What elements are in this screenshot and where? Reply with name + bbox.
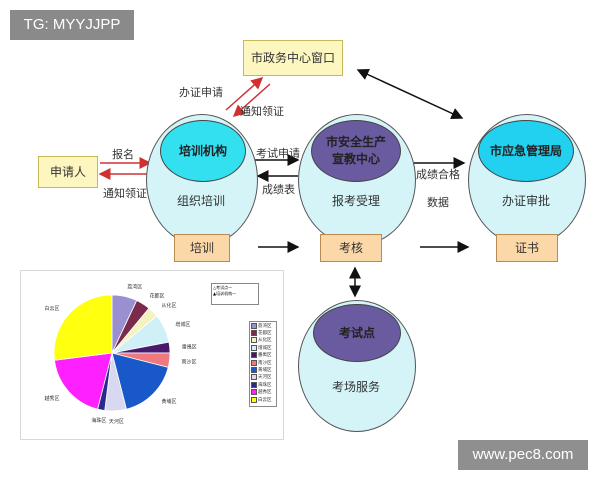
pie-label-2: 从化区 <box>161 302 176 309</box>
arrow-window-to-org <box>232 83 271 117</box>
safety-center-sub: 报考受理 <box>331 194 380 208</box>
legend-label: 海珠区 <box>258 382 272 388</box>
pie-legend: 荔湾区花都区从化区增城区番禺区南沙区黄埔区天河区海珠区越秀区白云区 <box>249 321 277 407</box>
arrow-window-bureau <box>356 68 464 120</box>
pie-label-7: 天河区 <box>109 418 124 425</box>
certificate-box: 证书 <box>496 234 558 262</box>
legend-swatch <box>251 344 257 351</box>
pie-slice-9 <box>54 352 113 410</box>
legend-swatch <box>251 389 257 396</box>
pie-legend-item-0: 荔湾区 <box>250 322 276 329</box>
emergency-bureau-sub: 办证审批 <box>501 194 550 208</box>
pie-label-3: 增城区 <box>175 321 190 328</box>
pie-legend-item-5: 南沙区 <box>250 359 276 366</box>
pie-legend-item-9: 越秀区 <box>250 389 276 396</box>
pie-legend-item-3: 增城区 <box>250 344 276 351</box>
label-notify-collect-top: 通知领证 <box>240 105 284 118</box>
pie-chart-panel: 荔湾区花都区从化区增城区番禺区南沙区黄埔区天河区海珠区越秀区白云区 △考试点— … <box>20 270 284 440</box>
pie-label-1: 花都区 <box>150 293 165 300</box>
legend-label: 天河区 <box>258 375 272 381</box>
pie-label-10: 白云区 <box>44 305 59 312</box>
pie-label-4: 番禺区 <box>182 344 197 351</box>
pie-legend-item-2: 从化区 <box>250 337 276 344</box>
watermark-top: TG: MYYJJPP <box>10 10 134 40</box>
pie-label-6: 黄埔区 <box>161 398 176 405</box>
pie-legend-item-1: 花都区 <box>250 329 276 337</box>
legend-swatch <box>251 322 257 329</box>
pie-label-8: 海珠区 <box>91 417 106 424</box>
pie-legend-title: △考试点— ▲培训机构— <box>211 283 259 305</box>
pie-label-9: 越秀区 <box>44 395 59 402</box>
legend-swatch <box>251 337 257 344</box>
label-score-table: 成绩表 <box>262 183 295 196</box>
safety-center-title: 市安全生产 宣教中心 <box>311 120 401 182</box>
pie-label-0: 荔湾区 <box>127 284 142 291</box>
pie-slice-6 <box>111 352 169 410</box>
legend-swatch <box>251 381 257 388</box>
legend-swatch <box>251 330 257 337</box>
pie-legend-item-6: 黄埔区 <box>250 366 276 374</box>
pie-legend-item-8: 海珠区 <box>250 381 276 388</box>
legend-label: 从化区 <box>258 338 272 344</box>
legend-label: 黄埔区 <box>258 368 272 374</box>
label-data: 数据 <box>427 196 449 209</box>
exam-site-sub: 考场服务 <box>331 380 380 394</box>
training-org-title: 培训机构 <box>160 120 246 182</box>
watermark-bottom: www.pec8.com <box>458 440 588 470</box>
pie-legend-item-7: 天河区 <box>250 374 276 381</box>
legend-swatch <box>251 352 257 359</box>
label-apply-cert: 办证申请 <box>179 86 223 99</box>
label-notify-collect-left: 通知领证 <box>103 187 147 200</box>
legend-label: 增城区 <box>258 345 272 351</box>
legend-swatch <box>251 396 257 403</box>
legend-title-exam-site: △考试点— <box>213 285 233 290</box>
service-window-box: 市政务中心窗口 <box>243 40 343 76</box>
legend-title-training-org: ▲培训机构— <box>213 291 237 296</box>
label-exam-apply: 考试申请 <box>256 147 300 160</box>
legend-label: 白云区 <box>258 397 272 403</box>
legend-label: 番禺区 <box>258 353 272 359</box>
legend-swatch <box>251 367 257 374</box>
label-passed-score: 成绩合格 <box>416 168 460 181</box>
pie-label-5: 南沙区 <box>181 359 196 366</box>
legend-label: 花都区 <box>258 331 272 337</box>
legend-swatch <box>251 359 257 366</box>
legend-label: 越秀区 <box>258 390 272 396</box>
pie-legend-item-4: 番禺区 <box>250 352 276 359</box>
label-sign-up: 报名 <box>112 148 134 161</box>
exam-site-title: 考试点 <box>313 304 401 362</box>
exam-box: 考核 <box>320 234 382 262</box>
emergency-bureau-title: 市应急管理局 <box>478 120 574 182</box>
applicant-box: 申请人 <box>38 156 98 188</box>
training-org-sub: 组织培训 <box>176 194 225 208</box>
legend-label: 南沙区 <box>258 360 272 366</box>
pie-legend-item-10: 白云区 <box>250 396 276 403</box>
legend-swatch <box>251 374 257 381</box>
arrow-org-to-window <box>225 77 264 111</box>
legend-label: 荔湾区 <box>258 323 272 329</box>
training-box: 培训 <box>174 234 230 262</box>
pie-slice-10 <box>53 294 113 361</box>
